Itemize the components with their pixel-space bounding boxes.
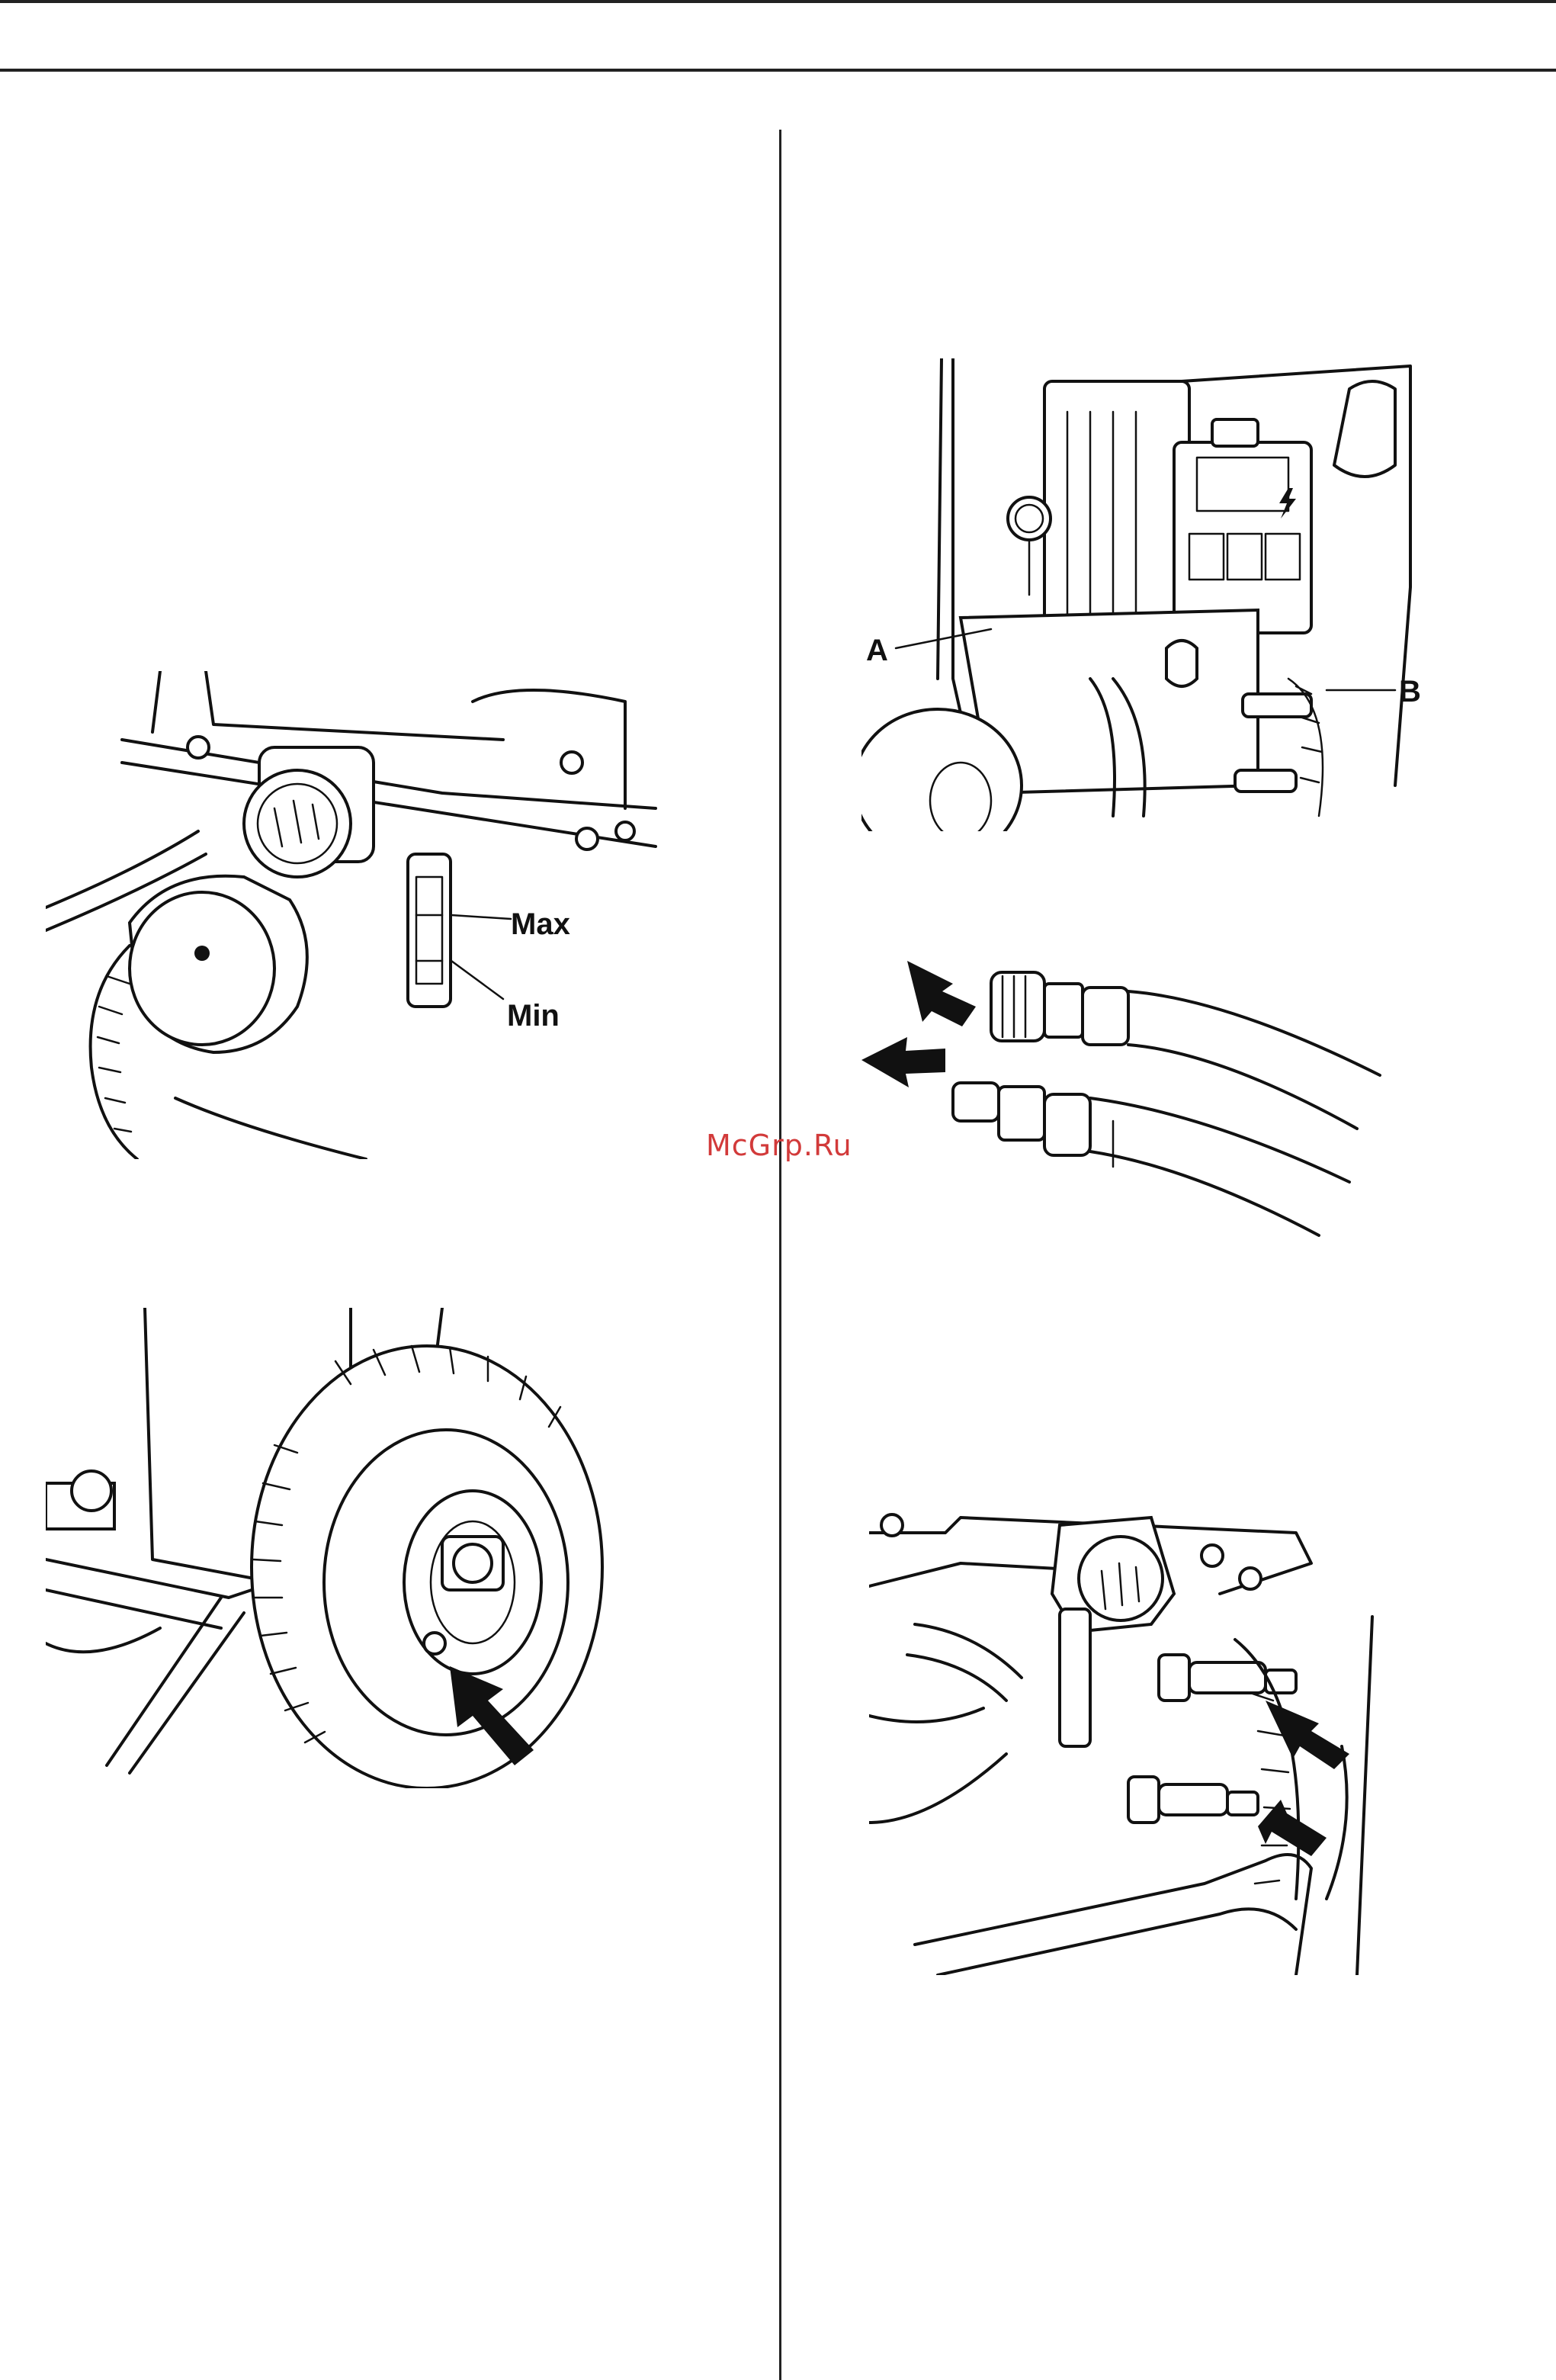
hose-couplings-illustration bbox=[861, 938, 1395, 1258]
column-divider bbox=[779, 130, 781, 2380]
watermark: McGrp.Ru bbox=[706, 1129, 852, 1162]
label-b: B bbox=[1399, 675, 1421, 708]
hydraulic-unit-illustration: A B bbox=[861, 358, 1441, 831]
wheel-grease-illustration bbox=[46, 1308, 625, 1788]
top-rule bbox=[0, 0, 1556, 3]
pump-couplings-drawing bbox=[869, 1502, 1388, 1975]
oil-level-labels: Max Min bbox=[46, 671, 671, 1159]
label-a: A bbox=[866, 634, 888, 667]
hose-couplings-drawing bbox=[861, 938, 1395, 1258]
oil-level-illustration: Max Min bbox=[46, 671, 671, 1159]
label-max: Max bbox=[511, 907, 570, 941]
pump-couplings-illustration bbox=[869, 1502, 1388, 1975]
label-min: Min bbox=[507, 999, 560, 1033]
header-rule bbox=[0, 69, 1556, 72]
wheel-grease-drawing bbox=[46, 1308, 625, 1788]
hydraulic-unit-labels: A B bbox=[861, 358, 1441, 831]
